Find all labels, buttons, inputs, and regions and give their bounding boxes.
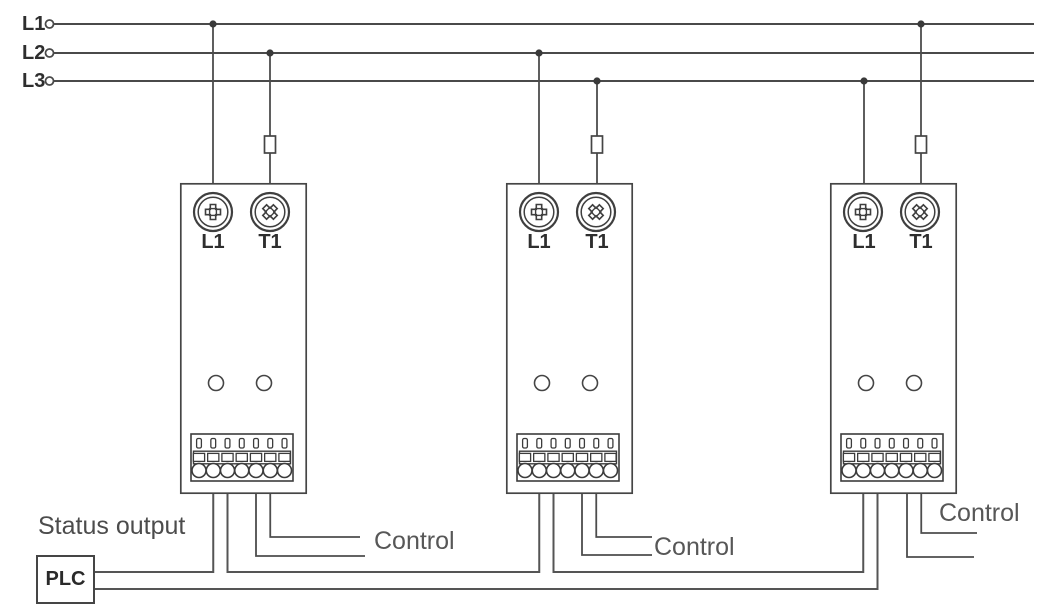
ssr-device-1 bbox=[181, 184, 306, 493]
fuse-icon bbox=[914, 135, 928, 154]
phase-label-l1: L1 bbox=[22, 13, 46, 35]
device2-input-terminal-label: L1 bbox=[527, 231, 551, 253]
plc-label: PLC bbox=[45, 568, 86, 590]
device1-input-terminal-label: L1 bbox=[201, 231, 225, 253]
device3-input-terminal-label: L1 bbox=[852, 231, 876, 253]
junction-dot bbox=[860, 77, 868, 85]
control-label-1: Control bbox=[374, 527, 455, 555]
phase-line-l2 bbox=[44, 48, 1034, 58]
chain-wire-2-3 bbox=[552, 474, 865, 573]
status-output-label: Status output bbox=[38, 512, 186, 540]
control-wire bbox=[906, 474, 974, 558]
device2-output-terminal-label: T1 bbox=[585, 231, 609, 253]
chain-wire-1-2 bbox=[226, 474, 541, 573]
junction-dot bbox=[535, 49, 543, 57]
phase-line-l1 bbox=[44, 19, 1034, 29]
fuse-icon bbox=[263, 135, 277, 154]
phase-line-l3 bbox=[44, 76, 1034, 86]
junction-dot bbox=[917, 20, 925, 28]
plc-status-wire bbox=[94, 474, 215, 573]
phase-label-l2: L2 bbox=[22, 42, 46, 64]
plc-return-wire bbox=[94, 474, 879, 590]
device1-output-terminal-label: T1 bbox=[258, 231, 282, 253]
fuse-icon bbox=[590, 135, 604, 154]
status-output-wires bbox=[94, 474, 879, 590]
ssr-device-3 bbox=[831, 184, 956, 493]
phase-connector-icon bbox=[44, 76, 55, 86]
junction-dots bbox=[209, 20, 925, 85]
control-wire bbox=[269, 474, 360, 538]
control-label-2: Control bbox=[654, 533, 735, 561]
ssr-device-2 bbox=[507, 184, 632, 493]
phase-connector-icon bbox=[44, 48, 55, 58]
control-wire bbox=[581, 474, 652, 556]
control-label-3: Control bbox=[939, 499, 1020, 527]
phase-connector-icon bbox=[44, 19, 55, 29]
control-wire bbox=[595, 474, 652, 538]
junction-dot bbox=[209, 20, 217, 28]
supply-drop-wires bbox=[212, 24, 922, 194]
fuse-icons bbox=[263, 135, 928, 154]
plc-box bbox=[36, 555, 95, 604]
junction-dot bbox=[593, 77, 601, 85]
device3-output-terminal-label: T1 bbox=[909, 231, 933, 253]
junction-dot bbox=[266, 49, 274, 57]
phase-label-l3: L3 bbox=[22, 70, 46, 92]
control-wire bbox=[255, 474, 365, 557]
